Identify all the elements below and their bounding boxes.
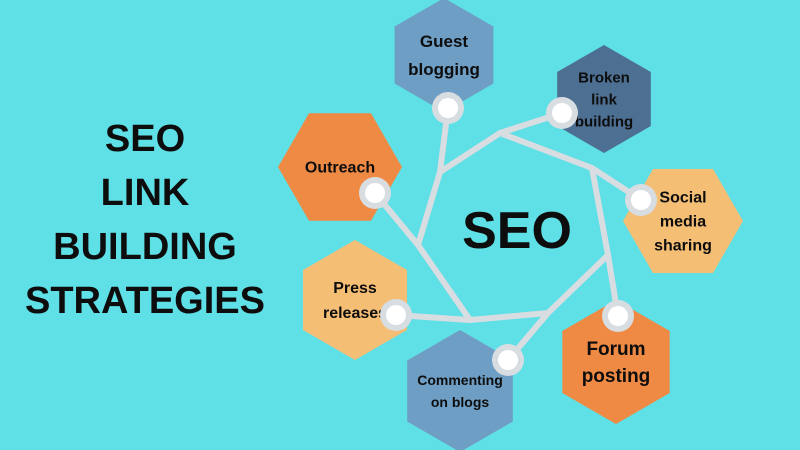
strategy-hexagon: Forum posting bbox=[562, 300, 670, 424]
strategy-label: Outreach bbox=[305, 160, 375, 177]
strategy-hexagon: Guest blogging bbox=[394, 0, 494, 112]
strategy-label: Commenting on blogs bbox=[417, 372, 503, 410]
strategy-label-line: Outreach bbox=[305, 160, 375, 177]
strategy-label-line: building bbox=[575, 113, 633, 130]
hexagon-shape bbox=[407, 330, 513, 450]
strategy-label-line: on blogs bbox=[431, 394, 490, 410]
strategy-label-line: Press bbox=[333, 280, 377, 297]
strategy-label-line: Broken bbox=[578, 69, 630, 86]
title-line: LINK bbox=[100, 172, 190, 214]
strategy-label-line: posting bbox=[582, 366, 651, 387]
title-line: SEO bbox=[104, 118, 186, 160]
circle-node-inner-icon bbox=[498, 350, 518, 370]
hexagon-shape bbox=[303, 240, 407, 360]
strategy-label-line: Guest bbox=[420, 32, 469, 51]
hexagon-shape bbox=[557, 45, 651, 153]
strategy-label-line: blogging bbox=[408, 60, 480, 79]
strategy-label: Social media sharing bbox=[654, 190, 712, 255]
strategy-label: Forum posting bbox=[582, 339, 651, 387]
strategy-label: Broken link building bbox=[575, 69, 633, 130]
strategy-label-line: link bbox=[591, 91, 617, 108]
page-title: SEO LINK BUILDING STRATEGIES bbox=[10, 112, 280, 328]
strategy-label-line: releases bbox=[323, 305, 387, 322]
hexagon-shape bbox=[394, 0, 494, 112]
center-label: SEO bbox=[462, 202, 572, 260]
strategy-label-line: Social bbox=[659, 190, 706, 207]
title-line: BUILDING bbox=[53, 226, 237, 268]
circle-node-inner-icon bbox=[438, 98, 458, 118]
strategy-hexagon: Press releases bbox=[303, 240, 407, 360]
circle-node-inner-icon bbox=[365, 183, 385, 203]
strategy-hexagon: Commenting on blogs bbox=[407, 330, 513, 450]
strategy-label-line: sharing bbox=[654, 238, 712, 255]
strategy-label: Guest blogging bbox=[408, 32, 480, 79]
hexagon-shape bbox=[562, 300, 670, 424]
strategy-label-line: Forum bbox=[586, 339, 645, 360]
strategy-hexagon: Broken link building bbox=[557, 45, 651, 153]
connector-nodes bbox=[359, 92, 657, 376]
strategy-label: Press releases bbox=[323, 280, 387, 322]
center-heptagon bbox=[415, 130, 611, 323]
title-line: STRATEGIES bbox=[25, 280, 265, 322]
strategy-label-line: media bbox=[660, 214, 706, 231]
circle-node-inner-icon bbox=[608, 306, 628, 326]
circle-node-inner-icon bbox=[631, 190, 651, 210]
strategy-label-line: Commenting bbox=[417, 372, 503, 388]
circle-node-inner-icon bbox=[386, 305, 406, 325]
circle-node-inner-icon bbox=[552, 103, 572, 123]
